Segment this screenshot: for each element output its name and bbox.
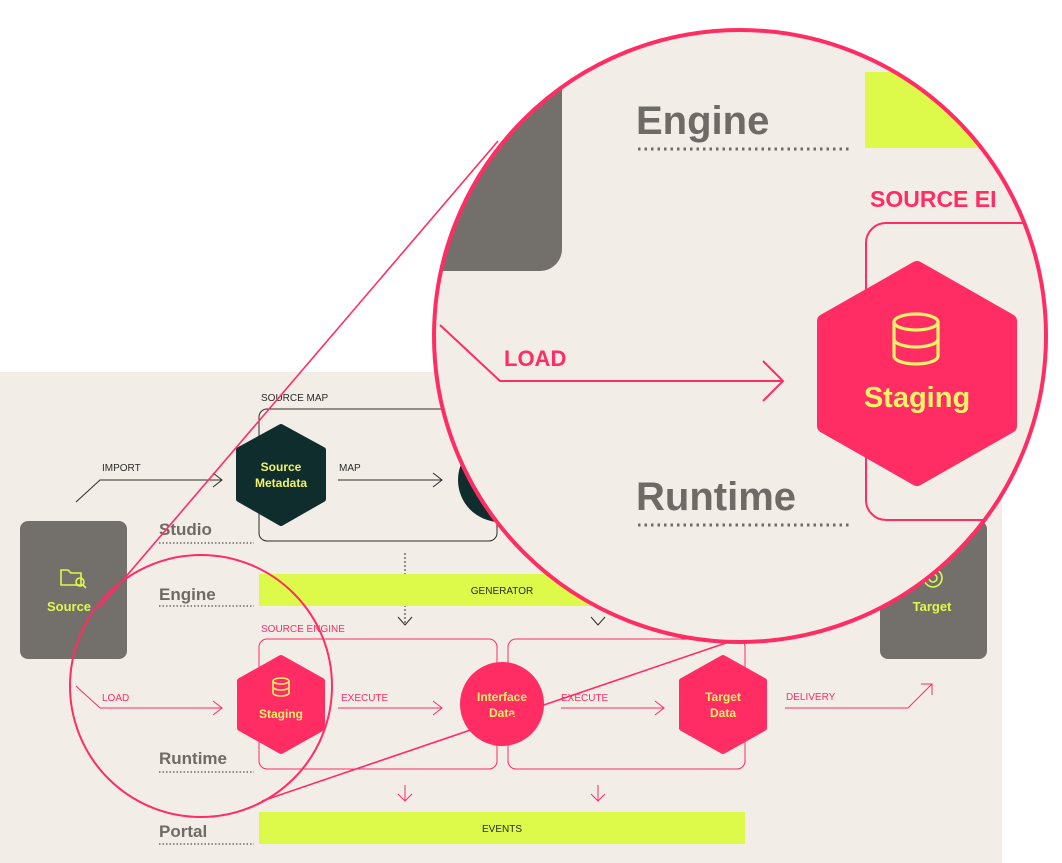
map-arrow [338, 472, 443, 488]
interface-data-node: Interface Data [460, 662, 544, 746]
focus-circle [69, 554, 333, 818]
zoom-engine-label: Engine [636, 99, 769, 143]
lane-engine: Engine [159, 585, 216, 604]
staging-label: Staging [259, 707, 303, 721]
zoom-load-arrow [439, 324, 785, 402]
interface-data-label-2: Data [489, 706, 515, 720]
interface-data-label-1: Interface [477, 690, 527, 704]
load-arrow [75, 685, 223, 716]
connector-line-top [99, 140, 499, 608]
zoom-source-box [434, 40, 562, 271]
source-label: Source [47, 599, 91, 614]
generator-down-arrow [590, 616, 606, 626]
source-metadata-node: Source Metadata [236, 424, 326, 526]
execute-arrow-2 [561, 700, 665, 716]
import-arrow [75, 472, 223, 503]
target-data-node: Target Data [679, 655, 767, 754]
source-metadata-label-2: Metadata [255, 476, 307, 490]
import-label: IMPORT [102, 463, 141, 474]
delivery-label: DELIVERY [786, 692, 836, 703]
target-data-label-2: Data [710, 706, 736, 720]
folder-search-icon [60, 569, 87, 589]
generator-label: GENERATOR [471, 586, 533, 597]
zoom-runtime-label: Runtime [636, 475, 796, 519]
lane-portal: Portal [159, 822, 207, 841]
target-data-label-1: Target [705, 690, 741, 704]
execute-label-2: EXECUTE [561, 693, 609, 704]
source-metadata-label-1: Source [261, 460, 302, 474]
zoom-staging-node [817, 261, 1017, 486]
source-engine-title: SOURCE ENGINE [261, 624, 345, 635]
load-label: LOAD [102, 693, 129, 704]
lane-labels: Studio Engine Runtime Portal [159, 520, 254, 845]
zoom-load-label: LOAD [504, 346, 566, 371]
runtime-to-portal-arrows [397, 785, 606, 802]
delivery-arrow [785, 683, 933, 709]
execute-arrow-1 [338, 700, 443, 716]
database-icon [272, 677, 290, 697]
lane-studio: Studio [159, 520, 212, 539]
staging-node: Staging [237, 655, 325, 754]
zoom-source-engine-title: SOURCE EI [870, 186, 997, 212]
source-map-title: SOURCE MAP [261, 393, 329, 404]
target-label: Target [913, 599, 952, 614]
events-label: EVENTS [482, 824, 522, 835]
zoom-database-icon [892, 312, 940, 366]
source-node: Source [20, 521, 127, 659]
zoom-staging-label: Staging [864, 382, 970, 414]
lane-runtime: Runtime [159, 749, 227, 768]
events-bar [259, 812, 745, 844]
map-label: MAP [339, 463, 361, 474]
zoom-generator-bar [865, 72, 1046, 148]
execute-label-1: EXECUTE [341, 693, 389, 704]
